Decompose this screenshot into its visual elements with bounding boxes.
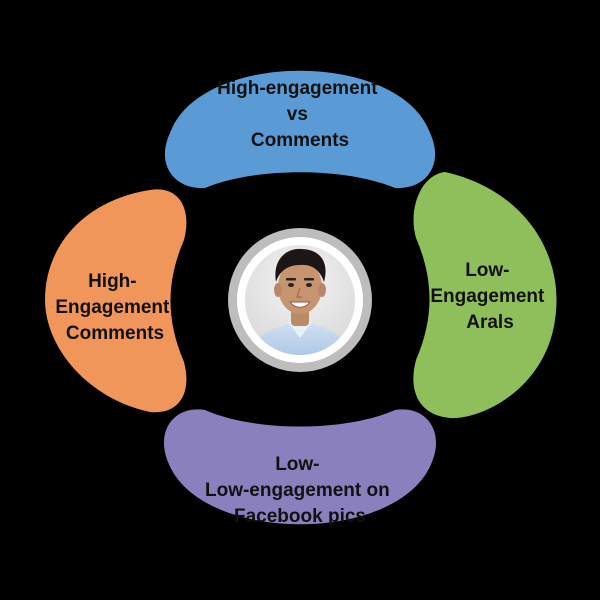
segment-left-line-3: Comments — [66, 323, 164, 344]
person-avatar-icon — [245, 245, 355, 355]
segment-bottom-line-1: Low- — [275, 454, 319, 475]
segment-bottom-line-2: Low-engagement on — [205, 480, 390, 501]
segment-top-line-1: High-engagement — [217, 78, 378, 99]
segment-right-label: Low- Engagement Arals — [430, 260, 549, 333]
segment-top-line-2: vs — [287, 104, 308, 125]
segment-left-label: High- Engagement Comments — [55, 271, 174, 344]
segment-left-line-2: Engagement — [55, 297, 170, 318]
segment-top-label: High-engagement vs Comments — [217, 78, 383, 151]
center-avatar — [228, 228, 372, 372]
segment-bottom-label: Low- Low-engagement on Facebook pics — [205, 454, 395, 527]
segment-bottom-shape — [163, 409, 437, 525]
segment-top-line-3: Comments — [251, 130, 349, 151]
segment-right-line-1: Low- — [465, 260, 509, 281]
segment-bottom-line-3: Facebook pics — [234, 506, 366, 527]
segment-right-line-2: Engagement — [430, 286, 545, 307]
segment-right-line-3: Arals — [466, 312, 514, 333]
segment-right-shape — [413, 172, 557, 419]
segment-top-shape — [164, 70, 436, 189]
segment-left-shape — [45, 189, 187, 413]
segment-left-line-1: High- — [88, 271, 137, 292]
